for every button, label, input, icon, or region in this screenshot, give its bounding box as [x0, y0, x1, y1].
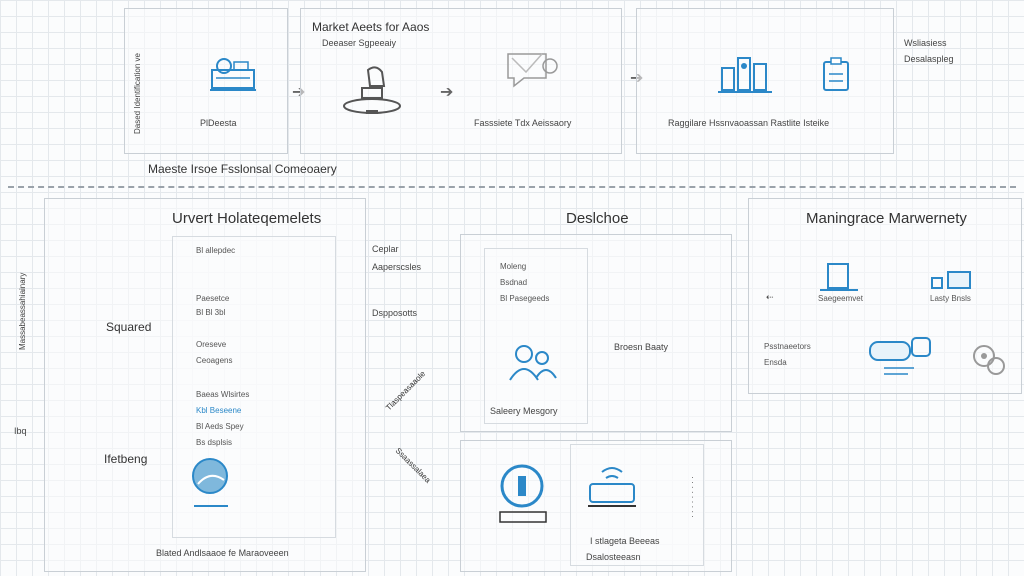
- bottom-left-vertical-1: Massabeassahiainary: [18, 272, 27, 350]
- clipboard-icon: [823, 57, 849, 91]
- lower-middle-vertical: · · · · · · · · ·: [688, 476, 697, 518]
- mid-diagonal-label-1: Tlaspeasaaole: [384, 369, 428, 413]
- lower-middle-caption-1: I stlageta Beeeas: [590, 536, 660, 546]
- factory-icon: [210, 58, 256, 91]
- mid-label-3: Dspposotts: [372, 308, 418, 318]
- top-panel-2-title: Market Aeets for Aaos: [312, 20, 430, 34]
- top-panel-1-caption: PlDeesta: [200, 118, 237, 128]
- holdings-row-1: Bl allepdec: [196, 246, 236, 255]
- buildings-icon: [718, 57, 772, 93]
- holdings-row-4: Oreseve: [196, 340, 227, 349]
- chart-box-icon: [931, 271, 971, 289]
- globe-drop-icon: [192, 458, 228, 507]
- management-arrow: ⇠: [766, 292, 774, 302]
- flow-arrow-2: ➔: [440, 84, 454, 101]
- cloud-device-icon: [869, 337, 931, 375]
- mid-label-2: Aaperscsles: [372, 262, 422, 272]
- top-side-text-1: Wsliasiess: [904, 38, 947, 48]
- bottom-left-vertical-2: Ibq: [14, 426, 27, 436]
- management-label-1: Saegeemvet: [818, 294, 863, 303]
- gears-icon: [973, 345, 1005, 375]
- holdings-side-label-1: Squared: [106, 320, 152, 334]
- section-divider: [8, 186, 1016, 188]
- top-panel-identification: [124, 8, 288, 154]
- top-panel-4-caption: Raggilare Hssnvaoassan Rastlite Isteike: [668, 118, 830, 128]
- top-panel-2-subtitle: Deeaser Sgpeeaiy: [322, 38, 397, 48]
- top-side-text-2: Desalaspleg: [904, 54, 954, 64]
- holdings-row-3: Bl Bl 3bl: [196, 308, 226, 317]
- mid-diagonal-label-2: Ssaassalaea: [393, 446, 433, 485]
- holdings-row-7: Kbl Beseene: [196, 406, 242, 415]
- management-label-2: Lasty Bnsls: [930, 294, 971, 303]
- panel-deslchoe-inner: [484, 248, 588, 424]
- chat-bubble-icon: [507, 53, 558, 88]
- deslchoe-caption: Saleery Mesgory: [490, 406, 558, 416]
- holdings-row-9: Bs dsplsis: [196, 438, 233, 447]
- info-badge-icon: [499, 464, 547, 523]
- top-bottom-caption: Maeste Irsoe Fsslonsal Comeoaery: [148, 162, 337, 176]
- microscope-icon: [343, 66, 401, 114]
- top-panel-market-assets: [300, 8, 622, 154]
- holdings-row-2: Paesetce: [196, 294, 230, 303]
- deslchoe-list-1: Moleng: [500, 262, 527, 271]
- holdings-row-8: Bl Aeds Spey: [196, 422, 244, 431]
- panel-deslchoe-title: Deslchoe: [566, 210, 629, 227]
- deslchoe-list-3: Bl Pasegeeds: [500, 294, 550, 303]
- management-label-3: Psstnaeetors: [764, 342, 811, 351]
- panel-management-title: Maningrace Marwernety: [806, 210, 967, 227]
- server-wifi-icon: [588, 467, 636, 507]
- holdings-side-label-2: Ifetbeng: [104, 452, 148, 466]
- holdings-footer: Blated Andlsaaoe fe Maraoveeen: [156, 548, 289, 558]
- holdings-row-6: Baeas Wlsirtes: [196, 390, 250, 399]
- users-icon: [509, 345, 557, 381]
- deslchoe-side-label: Broesn Baaty: [614, 342, 669, 352]
- panel-holdings-title: Urvert Holateqemelets: [172, 210, 322, 227]
- lower-middle-caption-2: Dsalosteeasn: [586, 552, 641, 562]
- document-chart-icon: [820, 263, 858, 291]
- holdings-row-5: Ceoagens: [196, 356, 233, 365]
- deslchoe-list-2: Bsdnad: [500, 278, 528, 287]
- top-panel-vertical-label: Dased Identification ve: [133, 53, 142, 134]
- management-label-4: Ensda: [764, 358, 787, 367]
- top-panel-3-caption: Fasssiete Tdx Aeissaory: [474, 118, 572, 128]
- mid-label-1: Ceplar: [372, 244, 399, 254]
